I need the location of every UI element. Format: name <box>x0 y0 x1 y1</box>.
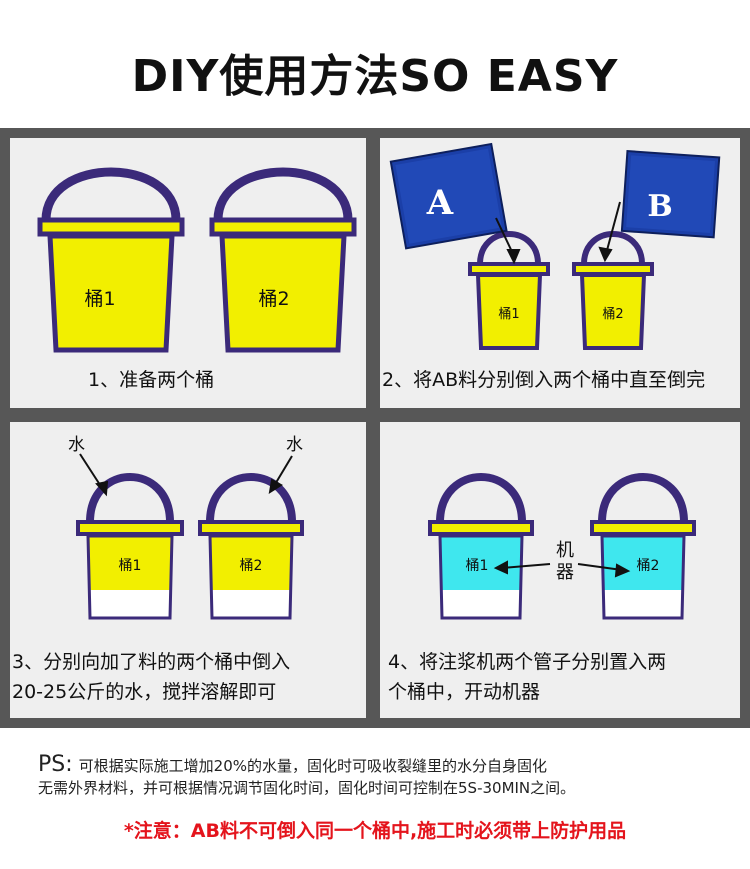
pack-b-label: B <box>647 189 672 224</box>
bucket-2-label: 桶2 <box>602 307 623 322</box>
step-3-illustration: 桶1 桶2 水 水 <box>68 435 304 620</box>
water-label-1: 水 <box>68 435 85 455</box>
machine-label-bottom: 器 <box>556 562 574 583</box>
step-1-caption: 1、准备两个桶 <box>88 369 215 391</box>
pour-arrow-icon <box>79 453 293 497</box>
step-2-panel: 桶1 桶2 A B <box>380 138 740 408</box>
step-2-illustration: 桶1 桶2 A B <box>389 142 721 350</box>
ps-text-1: 可根据实际施工增加20%的水量，固化时可吸收裂缝里的水分自身固化 <box>78 757 547 775</box>
pour-arrow-icon <box>495 201 621 265</box>
ps-label: PS: <box>38 752 73 777</box>
ps-note: PS: 可根据实际施工增加20%的水量，固化时可吸收裂缝里的水分自身固化 无需外界… <box>38 754 575 799</box>
page-title: DIY使用方法SO EASY <box>131 51 619 102</box>
bucket-1-icon <box>468 231 550 350</box>
step-3-panel: 桶1 桶2 水 水 3、分别向加了料的两个桶中倒入 20-25公斤的水，搅拌溶解… <box>10 422 366 718</box>
step-1-panel: 桶1 桶2 1、准备两个桶 <box>10 138 366 408</box>
step-4-panel: 桶1 桶2 机 器 4、将注浆机两个管子分别置入两 个桶中，开动机器 <box>380 422 740 718</box>
water-label-2: 水 <box>286 435 303 455</box>
pack-a-label: A <box>426 183 454 223</box>
bucket-1-label: 桶1 <box>84 288 115 310</box>
bucket-2-label: 桶2 <box>637 558 660 574</box>
step-4-illustration: 桶1 桶2 机 器 <box>428 473 696 620</box>
step-3-caption-line-2: 20-25公斤的水，搅拌溶解即可 <box>12 681 277 703</box>
ps-line-1: PS: 可根据实际施工增加20%的水量，固化时可吸收裂缝里的水分自身固化 <box>38 754 575 777</box>
bucket-1-label: 桶1 <box>466 558 489 574</box>
bucket-2-icon <box>198 473 304 620</box>
material-pack-a-icon <box>389 142 508 250</box>
instruction-frame: 桶1 桶2 1、准备两个桶 桶1 <box>0 128 750 728</box>
step-3-caption-line-1: 3、分别向加了料的两个桶中倒入 <box>12 651 291 673</box>
machine-label-top: 机 <box>556 540 574 561</box>
step-4-caption-line-2: 个桶中，开动机器 <box>388 681 541 703</box>
warning-text: *注意：AB料不可倒入同一个桶中,施工时必须带上防护用品 <box>123 820 627 842</box>
bucket-1-label: 桶1 <box>498 307 519 322</box>
step-2-caption: 2、将AB料分别倒入两个桶中直至倒完 <box>382 369 706 391</box>
step-4-caption-line-1: 4、将注浆机两个管子分别置入两 <box>388 651 667 673</box>
hose-arrow-icon <box>493 560 631 578</box>
bucket-1-icon <box>76 473 184 620</box>
bucket-2-label: 桶2 <box>258 288 289 310</box>
material-pack-b-icon <box>620 149 721 239</box>
bucket-1-icon <box>37 167 185 353</box>
step-1-illustration: 桶1 桶2 <box>37 167 357 353</box>
bucket-1-label: 桶1 <box>119 558 142 574</box>
ps-text-2: 无需外界材料，并可根据情况调节固化时间，固化时间可控制在5S-30MIN之间。 <box>38 779 576 797</box>
bucket-2-icon <box>590 473 696 620</box>
bucket-2-label: 桶2 <box>240 558 263 574</box>
bucket-2-icon <box>572 231 654 350</box>
bucket-2-icon <box>209 167 357 353</box>
bucket-1-icon <box>428 473 534 620</box>
